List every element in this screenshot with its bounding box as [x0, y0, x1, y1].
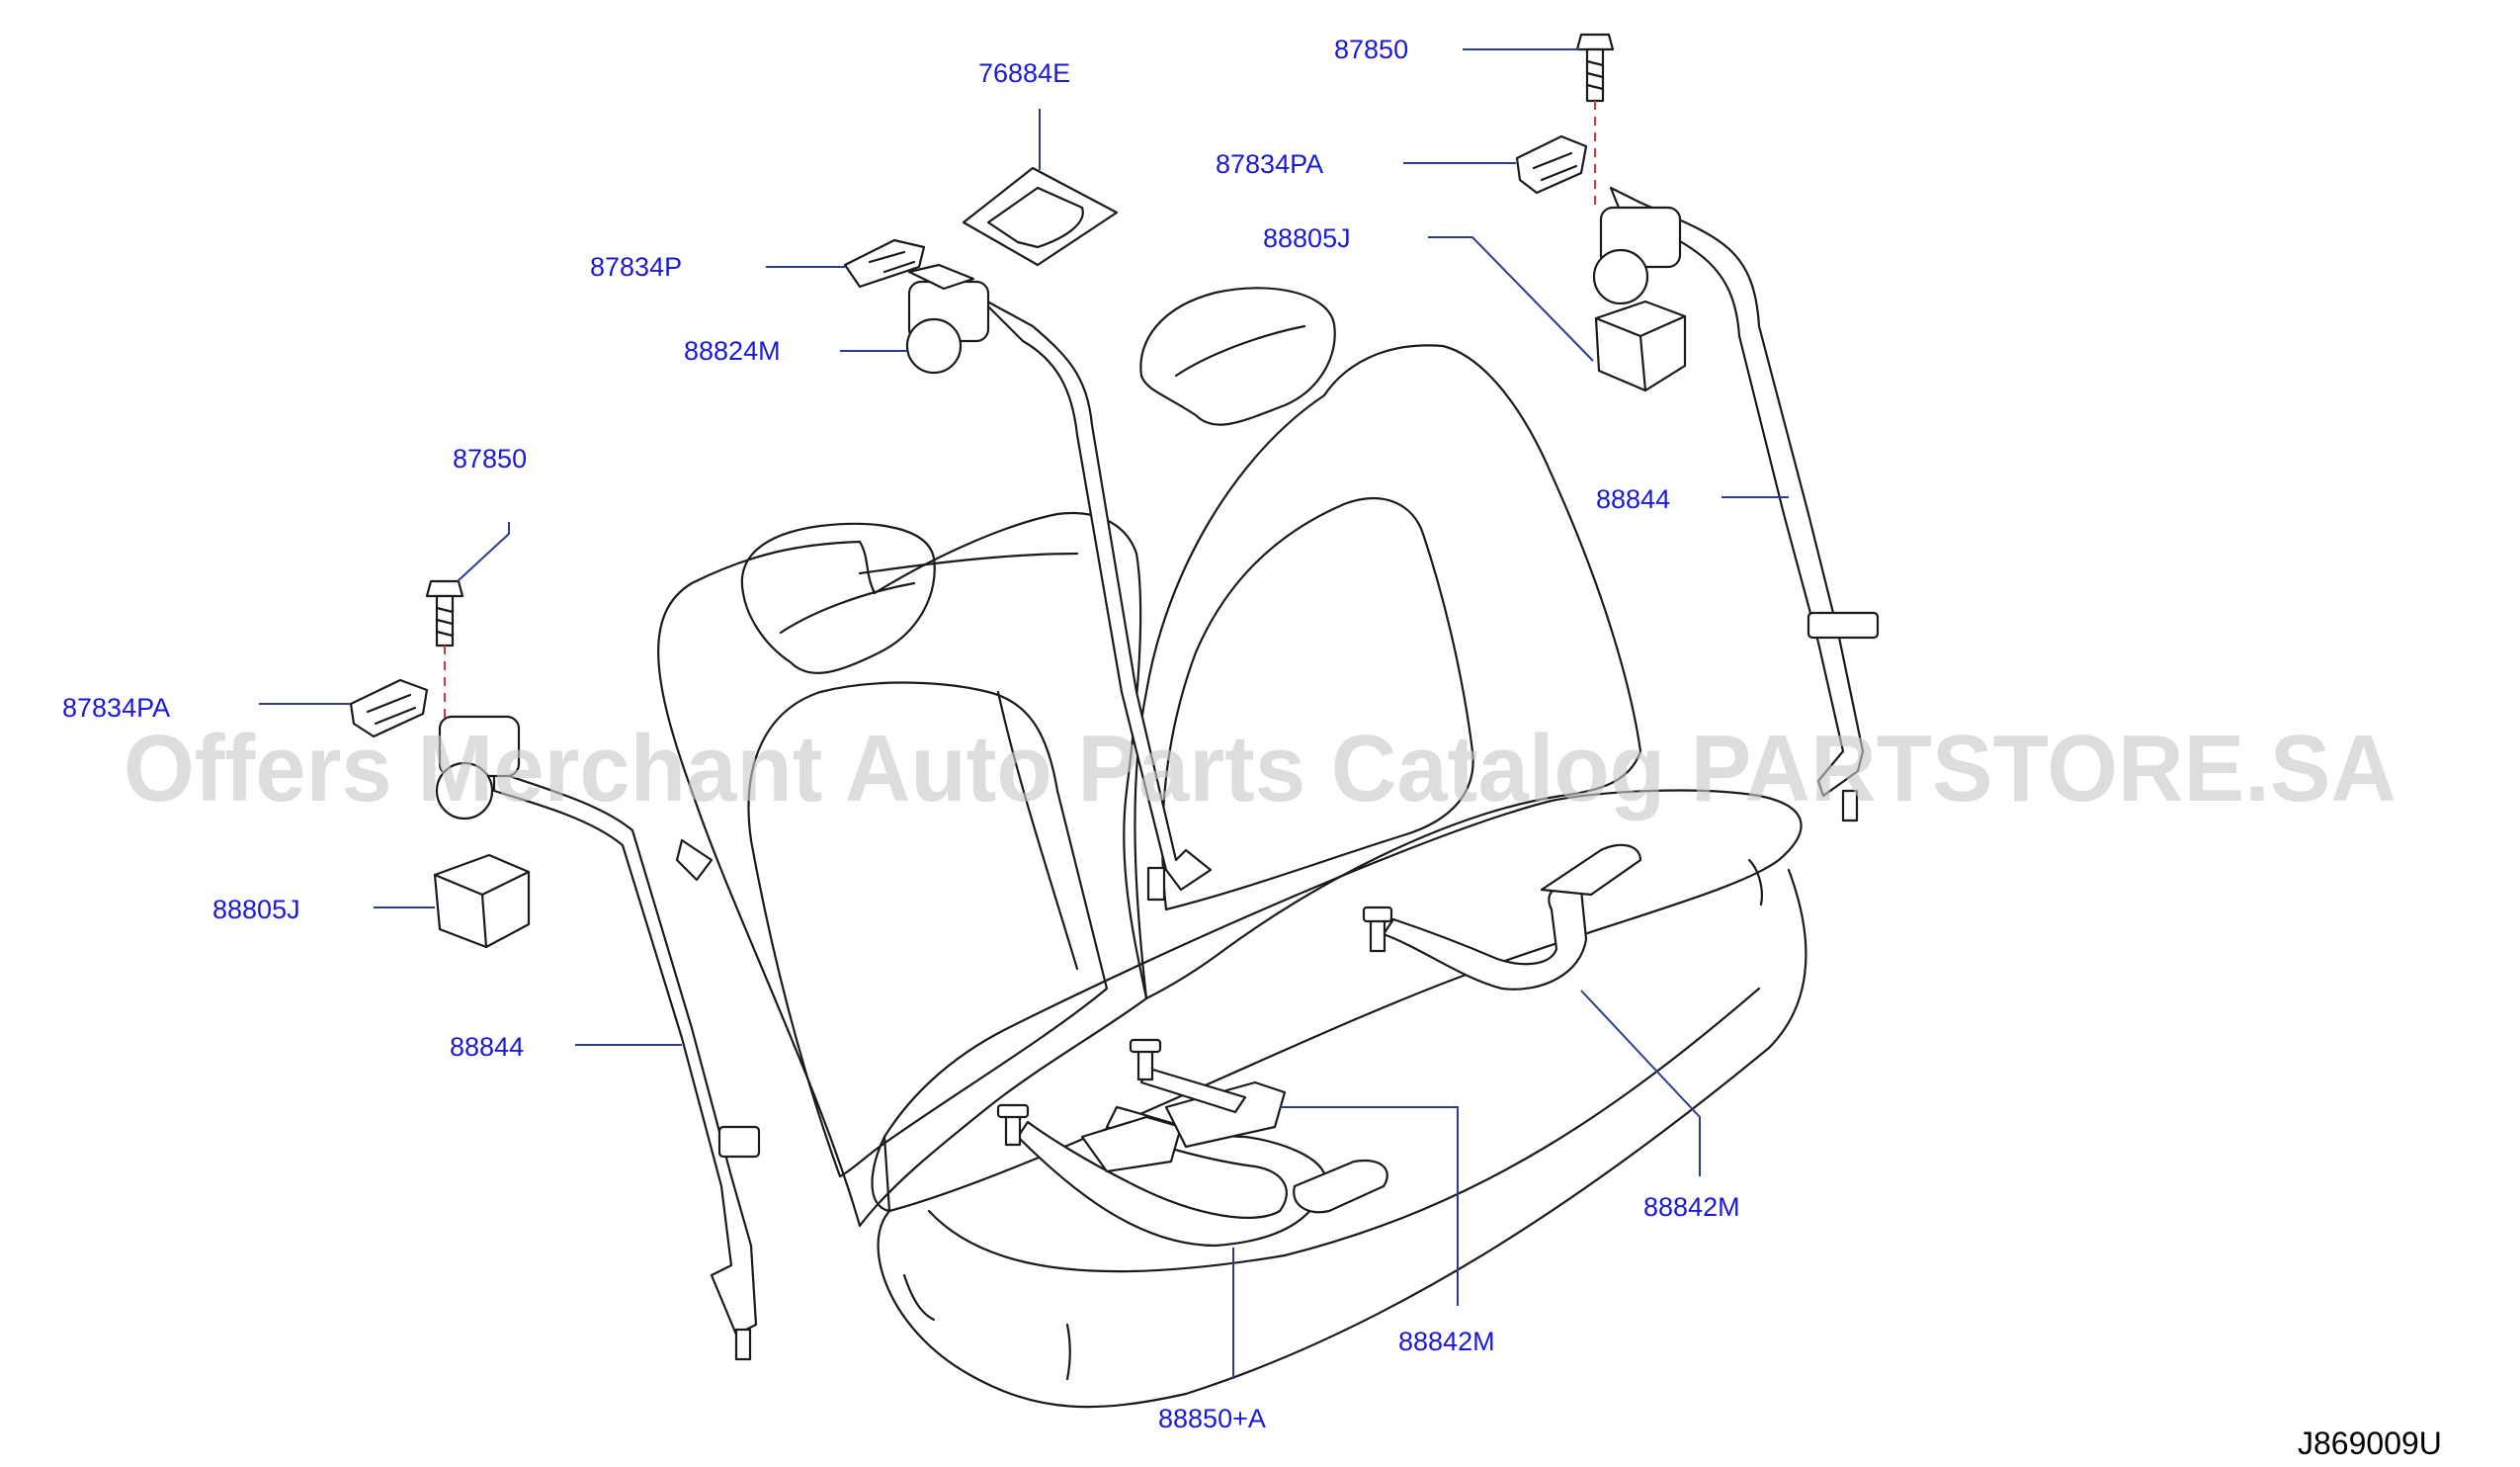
right-buckle-head: [1540, 843, 1642, 897]
left-shoulder-belt: [435, 715, 761, 1361]
label-87834PA-left: 87834PA: [62, 693, 170, 723]
label-87850-top: 87850: [1334, 35, 1408, 64]
leader-88842M-right: [1580, 990, 1701, 1176]
left-retractor: [435, 715, 521, 820]
label-76884E: 76884E: [978, 58, 1070, 88]
label-88842M-right: 88842M: [1643, 1192, 1740, 1222]
label-88842M-center: 88842M: [1398, 1327, 1495, 1356]
right-shoulder-belt: [1592, 186, 1880, 822]
cover-87834PA-left: [349, 678, 429, 738]
left-belt-end-bolt: [734, 1328, 752, 1361]
center-anchor-bolt-1: [996, 1103, 1030, 1147]
right-retractor: [1592, 206, 1682, 305]
right-headrest: [1139, 287, 1336, 426]
seat-cushion: [882, 789, 1803, 1213]
label-88844-right: 88844: [1596, 484, 1670, 514]
pad-76884E: [962, 166, 1119, 267]
label-88850A: 88850+A: [1158, 1404, 1266, 1433]
center-tongue-sleeve: [1293, 1159, 1388, 1214]
bolt-87850-left: [425, 579, 464, 647]
right-seat-back-panel: [1161, 497, 1474, 911]
cover-87834P: [843, 238, 926, 289]
diagram-code: J869009U: [2298, 1425, 2442, 1461]
left-seat-back-crease-1: [858, 552, 1079, 575]
label-87834PA-top: 87834PA: [1216, 149, 1323, 179]
label-88805J-left: 88805J: [212, 895, 300, 924]
center-buckle-housing: [1080, 1115, 1183, 1173]
bracket-88805J-right: [1594, 300, 1687, 392]
label-88824M: 88824M: [684, 336, 781, 366]
leader-lines: [259, 48, 1789, 1379]
center-anchor-bolt-2: [1129, 1038, 1162, 1081]
rear-seat-drawing: [657, 287, 1807, 1409]
right-buckle-strap: [1382, 885, 1588, 991]
right-buckle-bolt: [1362, 906, 1393, 953]
left-seat-back-panel: [747, 681, 1109, 1178]
left-seat-back-flap: [675, 838, 714, 882]
cushion-crease-right: [1747, 858, 1763, 906]
left-anchor-tongue: [717, 1125, 761, 1159]
label-87850-left: 87850: [453, 444, 527, 474]
label-87834P: 87834P: [590, 252, 682, 282]
watermark: Offers Merchant Auto Parts Catalog PARTS…: [124, 716, 2396, 821]
right-buckle-assembly: [1362, 843, 1642, 991]
right-seat-back: [1134, 344, 1642, 1000]
leader-87850-left: [457, 522, 510, 582]
center-belt-webbing: [976, 295, 1213, 892]
cushion-crease-left: [902, 1273, 936, 1322]
cushion-front-edge: [877, 868, 1807, 1409]
center-belt-strap: [1016, 1105, 1327, 1248]
center-lap-belt-assembly: [996, 1038, 1388, 1248]
left-headrest-detail: [779, 581, 916, 635]
center-shoulder-belt: [905, 263, 1213, 902]
left-headrest: [740, 522, 936, 674]
right-anchor-tongue: [1806, 611, 1880, 640]
cushion-seam: [927, 987, 1761, 1273]
center-retractor: [905, 263, 990, 375]
bolt-87850-top: [1575, 33, 1615, 103]
label-88805J-right: 88805J: [1263, 223, 1351, 253]
leader-88805J-right: [1428, 236, 1594, 362]
label-88844-left: 88844: [450, 1032, 524, 1062]
cushion-crease-front: [1065, 1323, 1071, 1381]
right-belt-webbing: [1609, 186, 1865, 798]
cover-87834PA-top: [1515, 134, 1588, 195]
left-seat-back-crease-2: [996, 690, 1079, 971]
part-labels: 76884E 87850 87834PA 87834P 88805J 88824…: [62, 35, 1740, 1433]
leader-88842M-center: [1280, 1106, 1459, 1306]
right-headrest-detail: [1174, 324, 1306, 378]
right-belt-end-bolt: [1841, 789, 1859, 822]
left-seat-back: [657, 512, 1148, 1228]
bracket-88805J-left: [433, 853, 531, 949]
center-buckle-strap: [1164, 1080, 1287, 1149]
center-belt-end-bolt: [1146, 866, 1166, 902]
